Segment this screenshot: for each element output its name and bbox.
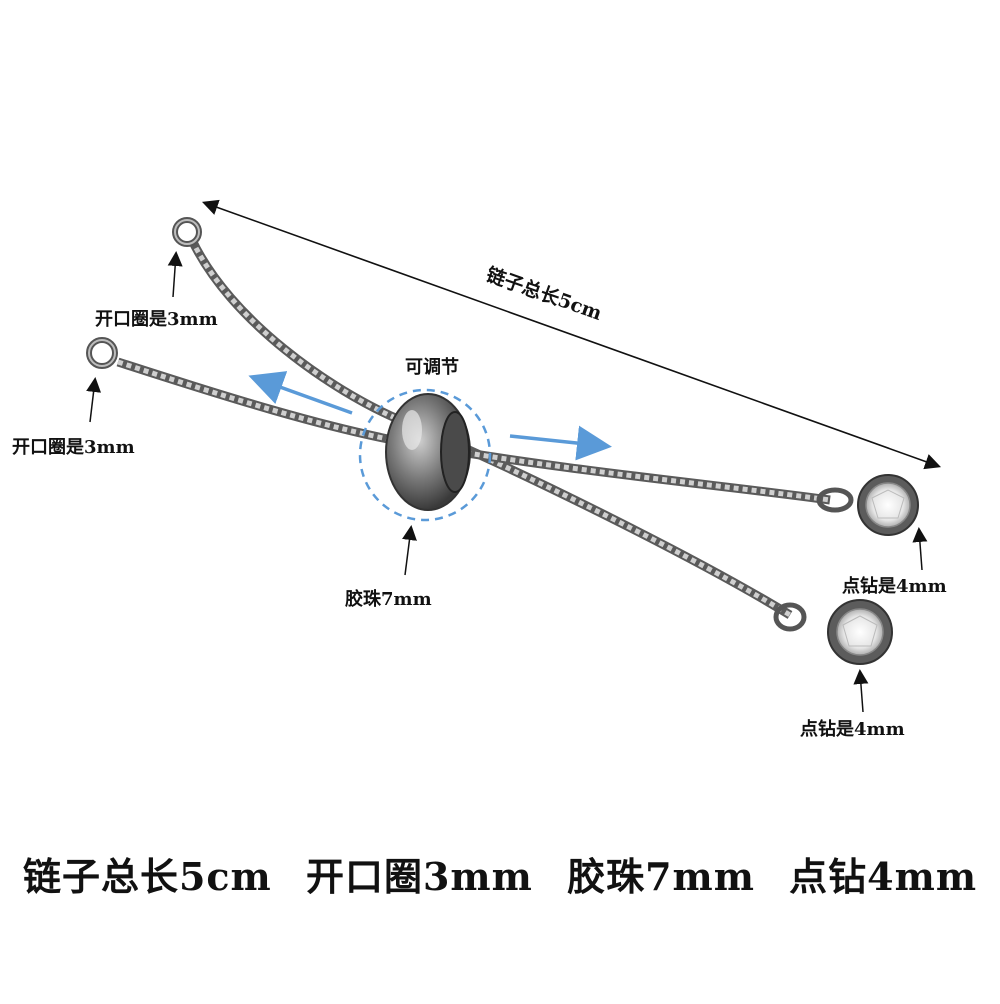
ring-lower-label: 开口圈是3mm	[12, 437, 135, 458]
spec-diamond: 点钻4mm	[789, 854, 978, 899]
rubber-bead	[385, 393, 471, 511]
open-ring-upper	[172, 217, 202, 247]
adjustable-highlight-circle	[358, 388, 492, 522]
adjust-arrow-left	[248, 371, 353, 415]
adjustable-label: 可调节	[405, 357, 459, 378]
diamond-upper-label: 点钻是4mm	[842, 576, 947, 597]
spec-chain: 链子总长5cm	[22, 854, 272, 899]
chain-strand-a	[187, 238, 793, 619]
ring-upper-label: 开口圈是3mm	[95, 309, 218, 330]
total-length-dimension-line	[201, 199, 942, 470]
chain-strand-b	[116, 357, 831, 505]
diamond-lower-label: 点钻是4mm	[800, 719, 905, 740]
callout-arrow-ring-lower	[86, 377, 102, 423]
spec-summary: 链子总长5cm 开口圈3mm 胶珠7mm 点钻4mm	[0, 846, 1000, 901]
spec-ring: 开口圈3mm	[305, 854, 533, 899]
bead-label: 胶珠7mm	[345, 589, 432, 610]
diamond-pendant-lower	[773, 599, 893, 665]
spec-bead: 胶珠7mm	[567, 854, 755, 899]
callout-arrow-diamond-lower	[853, 669, 869, 713]
callout-arrow-ring-upper	[167, 251, 183, 298]
open-ring-lower	[86, 337, 118, 369]
adjust-arrow-right	[509, 425, 612, 461]
callout-arrow-bead	[402, 525, 417, 576]
diamond-pendant-upper	[816, 474, 919, 536]
callout-arrow-diamond-upper	[912, 527, 928, 571]
